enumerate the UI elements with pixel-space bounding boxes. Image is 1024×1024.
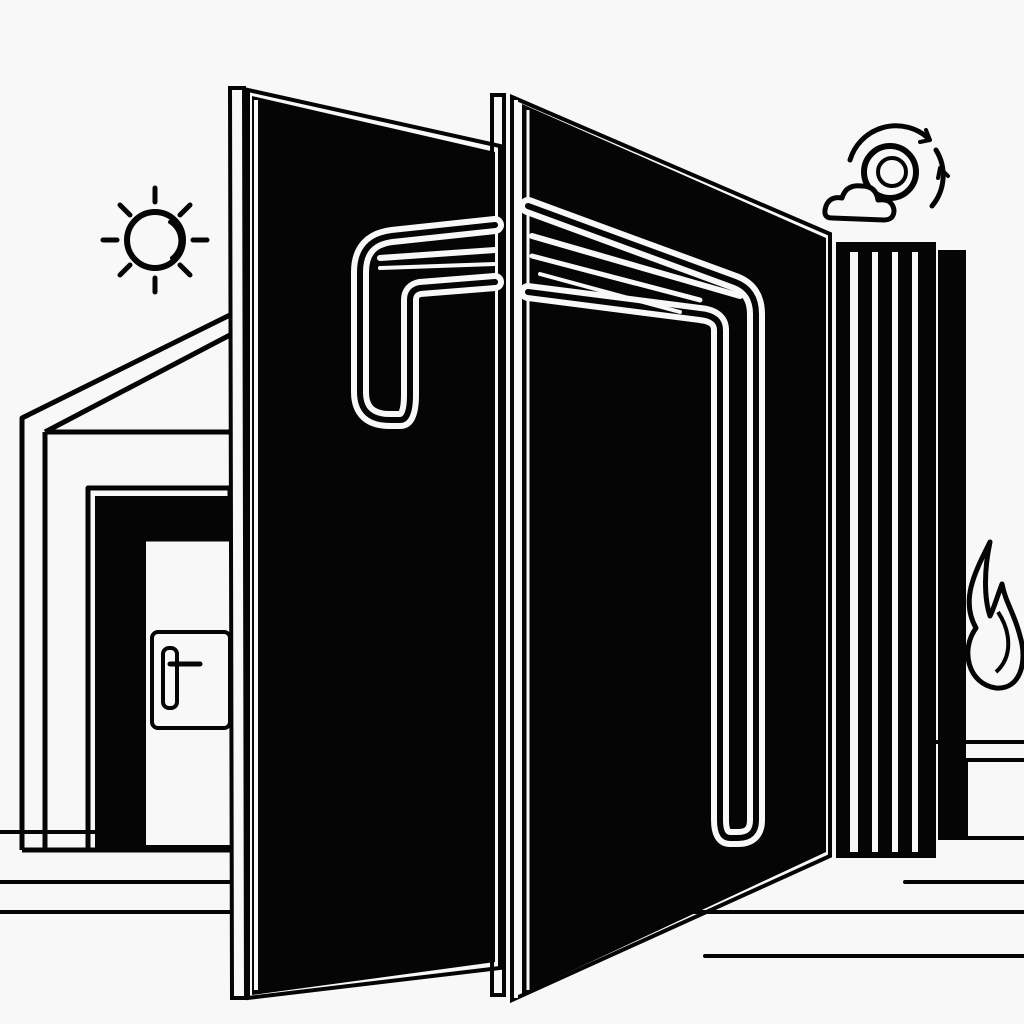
ground-lines [0, 830, 1024, 958]
house-door [95, 496, 232, 850]
garage-door-panel-right [490, 93, 832, 1004]
striped-column [836, 242, 966, 858]
door-handle-icon [150, 630, 232, 730]
flame-icon [965, 539, 1024, 691]
planter [930, 740, 1024, 840]
cloud-sun-cycle-icon [822, 123, 950, 223]
door-rail-system [351, 197, 765, 847]
house-left [19, 312, 233, 853]
garage-door-panel-left [227, 86, 502, 1001]
sun-icon [100, 185, 210, 295]
